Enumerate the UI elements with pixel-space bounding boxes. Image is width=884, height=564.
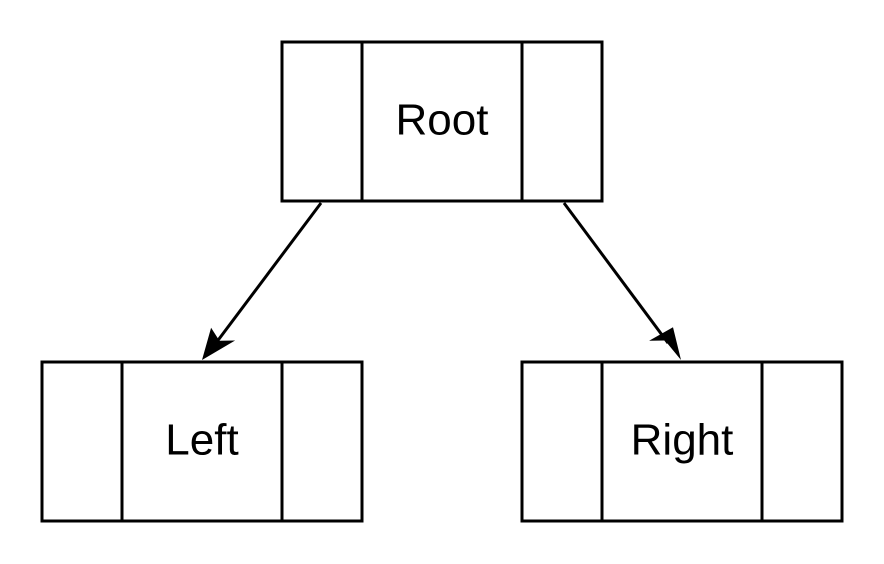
edge-root-to-right <box>562 202 681 360</box>
node-left[interactable]: Left <box>40 360 364 523</box>
node-root[interactable]: Root <box>280 40 604 203</box>
edge-root-to-left <box>202 202 323 360</box>
node-left-label: Left <box>165 416 238 465</box>
edge-root-to-left-arrowhead-icon <box>202 327 236 360</box>
edge-root-to-right-line <box>562 202 670 344</box>
node-right-box <box>520 360 844 523</box>
node-root-label: Root <box>396 96 489 145</box>
node-left-box <box>40 360 364 523</box>
node-right-label: Right <box>631 416 734 465</box>
node-right[interactable]: Right <box>520 360 844 523</box>
edge-root-to-left-line <box>214 202 323 344</box>
edge-root-to-right-arrowhead-icon <box>649 327 681 360</box>
node-root-box <box>280 40 604 203</box>
